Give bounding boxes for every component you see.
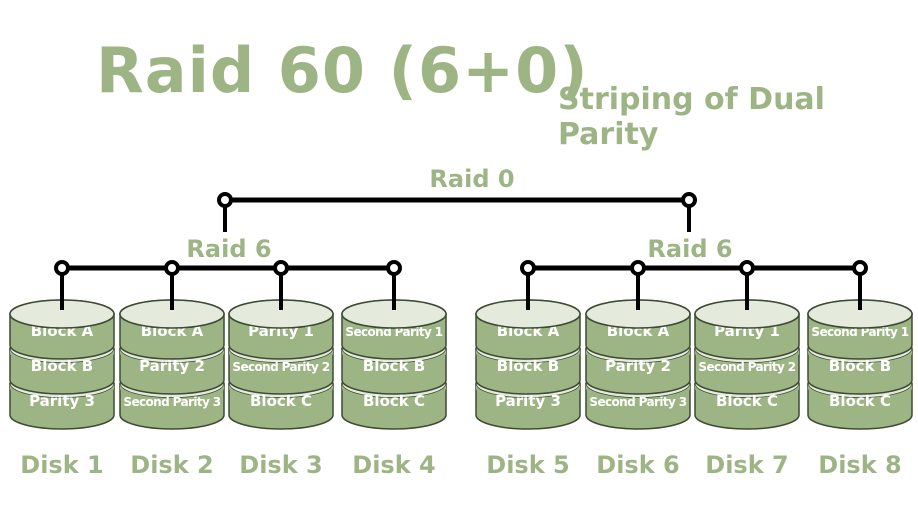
- raid0-label: Raid 0: [429, 165, 514, 193]
- platter-edge: [342, 349, 446, 367]
- disk-name-label: Disk 6: [596, 451, 679, 479]
- platter-edge: [120, 349, 224, 367]
- block-label: Block C: [250, 392, 312, 410]
- block-label: Block B: [829, 357, 891, 375]
- platter-edge: [586, 384, 690, 402]
- block-label: Second Parity 1: [811, 325, 908, 339]
- disk-node: [386, 260, 402, 276]
- raid0-node-right: [681, 192, 697, 208]
- platter-edge: [10, 384, 114, 402]
- disk: Block C Block B Second Parity 1 Disk 4: [341, 268, 447, 479]
- disk-name-label: Disk 1: [20, 451, 103, 479]
- platter-edge: [586, 349, 690, 367]
- platter-edge: [695, 384, 799, 402]
- platter-edge: [476, 349, 580, 367]
- platter-edge: [476, 384, 580, 402]
- platter-edge: [229, 384, 333, 402]
- disk-name-label: Disk 8: [818, 451, 901, 479]
- platter-edge: [10, 349, 114, 367]
- raid6-label: Raid 6: [186, 235, 271, 263]
- block-label: Second Parity 3: [589, 395, 686, 409]
- disk-node: [273, 260, 289, 276]
- disk-name-label: Disk 4: [352, 451, 435, 479]
- block-label: Parity 2: [605, 357, 671, 375]
- platter-edge: [229, 349, 333, 367]
- block-label: Block B: [363, 357, 425, 375]
- platter-edge: [808, 349, 912, 367]
- block-label: Parity 3: [29, 392, 95, 410]
- disk-name-label: Disk 2: [130, 451, 213, 479]
- diagram-subtitle: Striping of Dual Parity: [558, 82, 825, 152]
- platter-edge: [120, 384, 224, 402]
- disk-node: [54, 260, 70, 276]
- disk-node: [852, 260, 868, 276]
- block-label: Second Parity 3: [123, 395, 220, 409]
- diagram-title: Raid 60 (6+0): [96, 34, 589, 107]
- block-label: Block C: [716, 392, 778, 410]
- disk-node: [739, 260, 755, 276]
- block-label: Parity 3: [495, 392, 561, 410]
- disk-name-label: Disk 5: [486, 451, 569, 479]
- block-label: Block C: [363, 392, 425, 410]
- block-label: Block B: [31, 357, 93, 375]
- block-label: Second Parity 2: [698, 360, 795, 374]
- block-label: Block C: [829, 392, 891, 410]
- raid6-label: Raid 6: [647, 235, 732, 263]
- platter-edge: [808, 384, 912, 402]
- platter-edge: [695, 349, 799, 367]
- disk-name-label: Disk 3: [239, 451, 322, 479]
- disk-node: [164, 260, 180, 276]
- block-label: Second Parity 1: [345, 325, 442, 339]
- disk-node: [520, 260, 536, 276]
- block-label: Parity 2: [139, 357, 205, 375]
- disk-node: [630, 260, 646, 276]
- disk: Block C Block B Second Parity 1 Disk 8: [807, 268, 913, 479]
- raid0-node-left: [217, 192, 233, 208]
- disk-name-label: Disk 7: [705, 451, 788, 479]
- block-label: Block B: [497, 357, 559, 375]
- platter-edge: [342, 384, 446, 402]
- block-label: Second Parity 2: [232, 360, 329, 374]
